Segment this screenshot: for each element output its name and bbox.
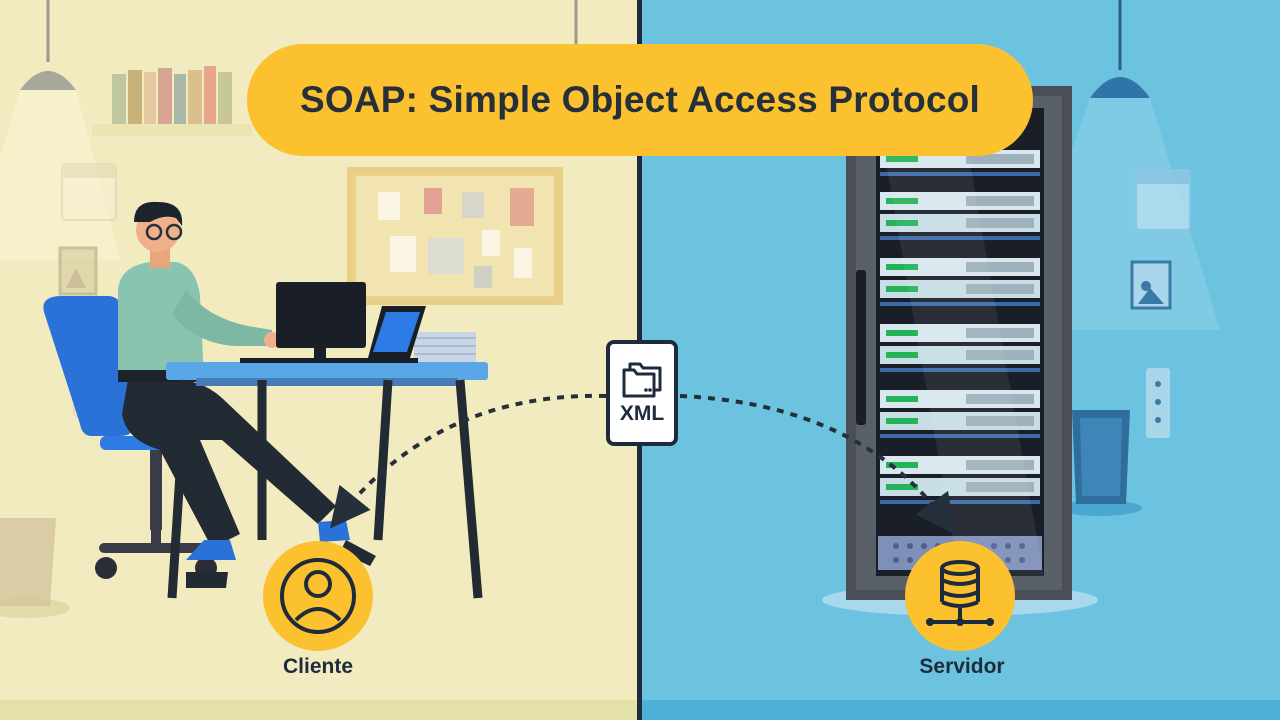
- power-outlet-right: [1146, 368, 1170, 438]
- server-label: Servidor: [919, 655, 1005, 678]
- user-icon: [280, 558, 356, 634]
- waste-basket-right: [1058, 410, 1142, 516]
- client-label: Cliente: [282, 655, 353, 678]
- picture-frame-left: [58, 246, 98, 296]
- xml-message-card: XML: [606, 340, 678, 446]
- picture-frame-right: [1130, 260, 1172, 310]
- cork-board: [347, 167, 563, 305]
- server-unit-4: [880, 324, 1040, 372]
- page-title: SOAP: Simple Object Access Protocol: [299, 79, 981, 120]
- desk: [166, 362, 488, 599]
- wall-calendar-left: [61, 163, 117, 221]
- server-floor: [642, 700, 1280, 720]
- xml-label: XML: [619, 402, 665, 425]
- client-badge: [263, 541, 373, 651]
- server-unit-5: [880, 390, 1040, 438]
- bookshelf: [92, 66, 252, 136]
- server-rack: [822, 86, 1098, 616]
- desktop-monitor: [276, 282, 366, 363]
- wall-calendar-right: [1135, 169, 1191, 231]
- server-unit-3: [880, 258, 1040, 306]
- laptop: [240, 306, 426, 363]
- folders-icon: [622, 362, 662, 398]
- server-badge: [905, 541, 1015, 651]
- database-icon: [926, 560, 994, 626]
- response-arrow: [679, 394, 956, 535]
- person-working: [118, 201, 376, 588]
- client-floor: [0, 700, 638, 720]
- server-unit-2: [880, 192, 1040, 240]
- title-banner: SOAP: Simple Object Access Protocol: [247, 44, 1033, 156]
- paper-stack: [414, 332, 476, 362]
- waste-basket-left: [0, 518, 70, 618]
